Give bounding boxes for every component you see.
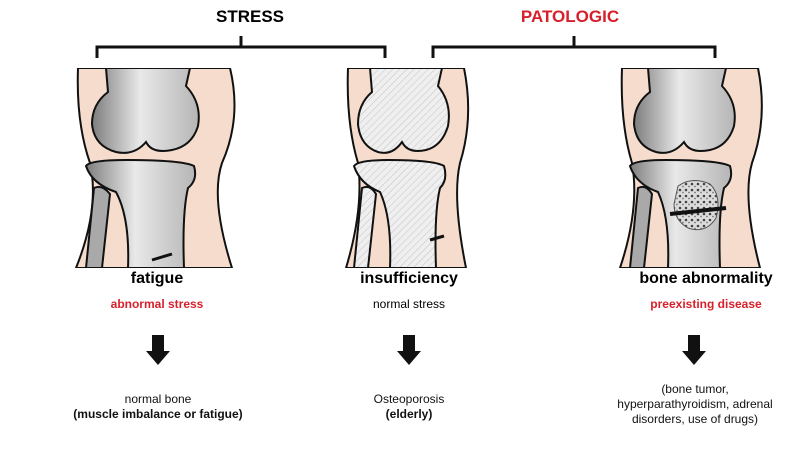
insufficiency-subtitle: normal stress [330, 297, 488, 311]
insufficiency-title: insufficiency [330, 270, 488, 288]
fatigue-desc-line2: (muscle imbalance or fatigue) [0, 407, 316, 422]
femur [634, 68, 735, 153]
insufficiency-description: Osteoporosis (elderly) [330, 392, 488, 422]
knee-illustration-bone-abnormality [618, 68, 768, 268]
bone-abnormality-title: bone abnormality [606, 270, 806, 288]
bone-abnormality-desc-line1: (bone tumor, [590, 382, 800, 397]
down-arrow-icon [397, 335, 421, 365]
tumor-lesion [674, 180, 718, 229]
insufficiency-desc-line1: Osteoporosis [330, 392, 488, 407]
fatigue-description: normal bone (muscle imbalance or fatigue… [0, 392, 316, 422]
bone-abnormality-desc-line2: hyperparathyroidism, adrenal [590, 397, 800, 412]
patologic-bracket [433, 36, 715, 58]
bone-abnormality-desc-line3: disorders, use of drugs) [590, 412, 800, 427]
knee-illustration-fatigue [72, 68, 242, 268]
down-arrow-icon [682, 335, 706, 365]
bone-abnormality-description: (bone tumor, hyperparathyroidism, adrena… [590, 382, 800, 427]
group-brackets [0, 0, 810, 70]
knee-illustration-insufficiency [344, 68, 474, 268]
insufficiency-desc-line2: (elderly) [330, 407, 488, 422]
fatigue-subtitle: abnormal stress [72, 297, 242, 311]
femur [358, 68, 449, 153]
fatigue-desc-line1: normal bone [0, 392, 316, 407]
bone-abnormality-subtitle: preexisting disease [606, 297, 806, 311]
stress-bracket [97, 36, 385, 58]
femur [92, 68, 199, 153]
fatigue-title: fatigue [72, 270, 242, 288]
down-arrow-icon [146, 335, 170, 365]
